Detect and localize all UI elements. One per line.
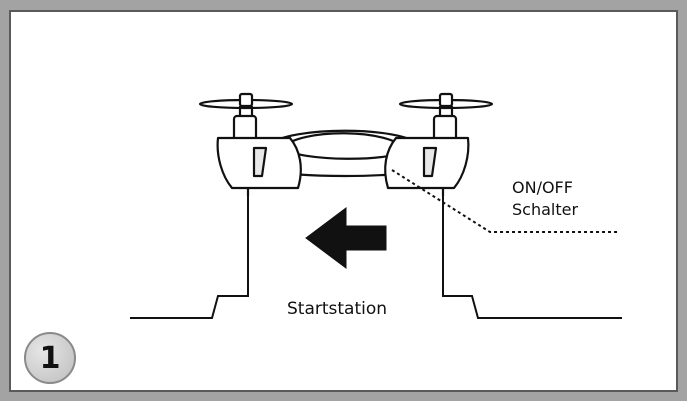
quadcopter-drone-icon: [198, 92, 494, 196]
right-arm-window: [422, 146, 438, 178]
step-number-badge: 1: [24, 332, 76, 384]
right-motor-neck: [438, 106, 454, 116]
switch-label-line1: ON/OFF: [512, 178, 573, 197]
on-off-switch-label: ON/OFF Schalter: [512, 177, 578, 221]
launch-station-outline: [130, 190, 622, 319]
left-propeller-hub: [238, 92, 254, 108]
right-motor: [432, 114, 458, 142]
switch-label-line2: Schalter: [512, 200, 579, 219]
start-station-label: Startstation: [287, 299, 388, 319]
left-motor-neck: [238, 106, 254, 116]
diagram-panel: [9, 10, 678, 392]
arrow-left-icon: [305, 207, 387, 269]
switch-leader-line: [391, 169, 620, 233]
left-arm-window: [252, 146, 268, 178]
right-propeller-hub: [438, 92, 454, 108]
left-motor: [232, 114, 258, 142]
